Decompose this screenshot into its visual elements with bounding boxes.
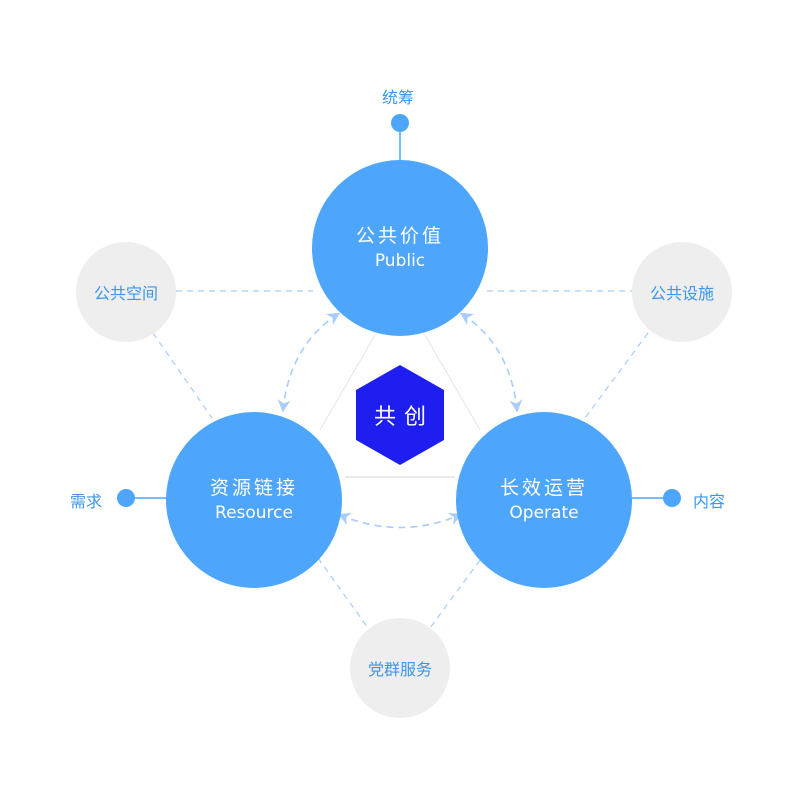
endpoint-label-content: 内容	[693, 492, 726, 511]
main-node-subtitle: Operate	[509, 503, 579, 523]
center-label: 共创	[373, 405, 434, 430]
main-node-title: 资源链接	[209, 477, 298, 499]
main-node-operate: 长效运营 Operate	[456, 412, 632, 588]
satellite-public-space: 公共空间	[76, 242, 176, 342]
cycle-arrow-left	[277, 312, 341, 413]
main-node-public: 公共价值 Public	[312, 160, 488, 336]
triangle-edge	[319, 334, 376, 431]
dashed-connector	[584, 332, 649, 419]
main-node-subtitle: Public	[374, 251, 426, 271]
endpoint-label-demand: 需求	[70, 492, 103, 511]
cycle-arrow-right	[459, 312, 523, 413]
endpoint-label-coordination: 统筹	[382, 88, 415, 107]
main-node-resource: 资源链接 Resource	[166, 412, 342, 588]
dashed-connector	[429, 559, 481, 629]
endpoint-dot-coordination	[391, 114, 409, 132]
satellite-label: 公共空间	[93, 284, 158, 303]
main-node-title: 公共价值	[355, 225, 444, 247]
main-node-title: 长效运营	[499, 477, 588, 499]
endpoint-dot-demand	[117, 489, 135, 507]
dashed-connector	[317, 557, 369, 629]
cycle-arrow-bottom	[337, 513, 463, 529]
satellite-public-facilities: 公共设施	[632, 242, 732, 342]
dashed-connector	[152, 332, 213, 419]
endpoint-dot-content	[663, 489, 681, 507]
center-hexagon	[356, 365, 444, 465]
main-node-subtitle: Resource	[215, 503, 293, 523]
triangle-edge	[424, 334, 481, 431]
satellite-label: 党群服务	[367, 660, 432, 679]
satellite-party-services: 党群服务	[350, 618, 450, 718]
satellite-label: 公共设施	[649, 284, 714, 303]
